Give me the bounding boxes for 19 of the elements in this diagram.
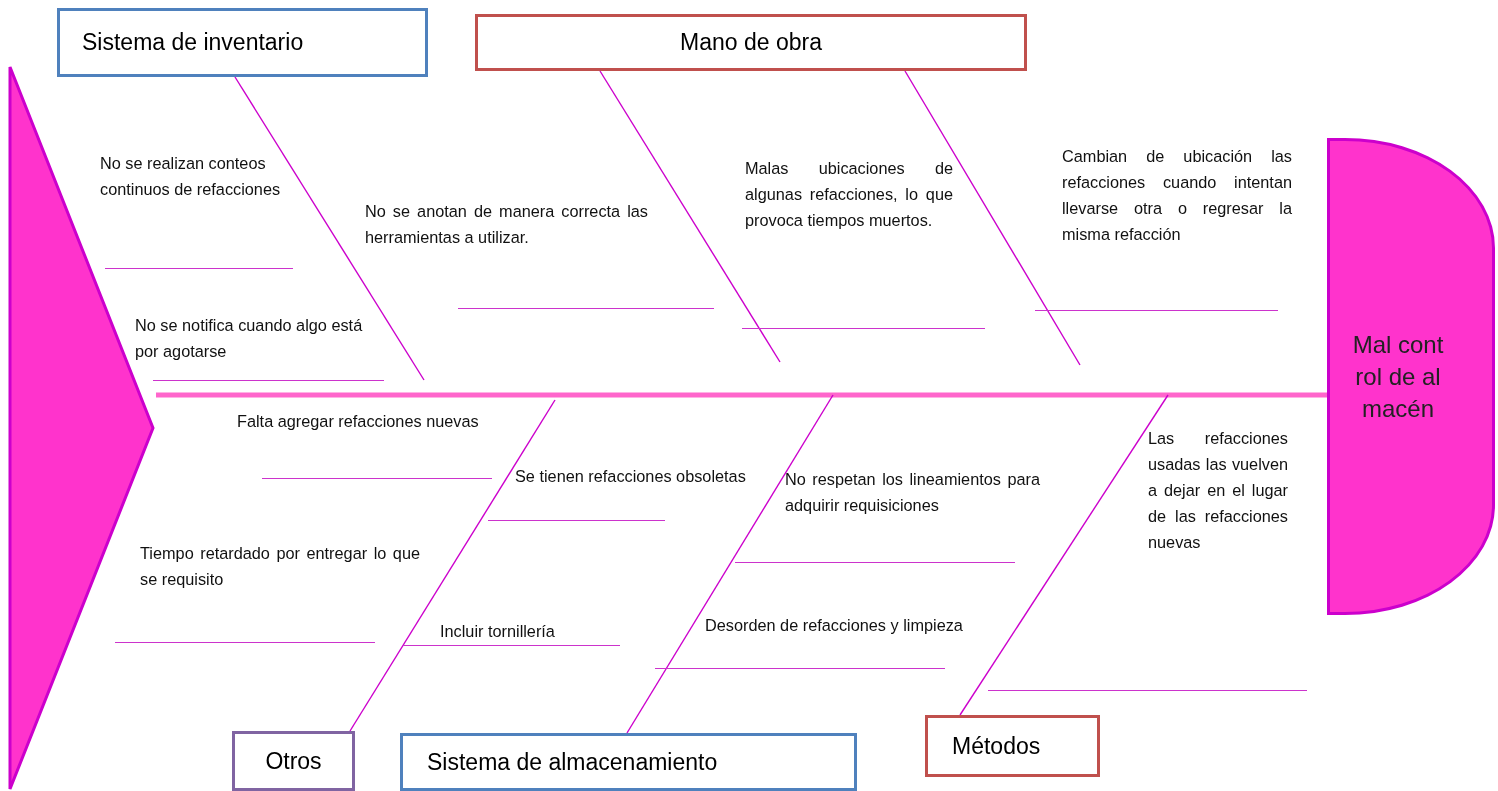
category-box: Sistema de almacenamiento	[400, 733, 857, 791]
category-box: Métodos	[925, 715, 1100, 777]
category-box: Sistema de inventario	[57, 8, 428, 77]
cause-text: Desorden de refacciones y limpieza	[655, 612, 990, 670]
cause-text: Malas ubicaciones de algunas refacciones, lo que provoca tiempos muertos.	[742, 155, 985, 330]
category-box: Otros	[232, 731, 355, 791]
spine-line	[156, 392, 1327, 398]
bone-line	[349, 399, 556, 732]
effect-head: Mal control de almacén	[1327, 138, 1495, 615]
bone-line	[234, 76, 425, 381]
bone-line	[599, 70, 781, 363]
cause-text: No se anotan de manera correcta las herramientas a utilizar.	[365, 198, 714, 310]
category-box: Mano de obra	[475, 14, 1027, 71]
bone-line	[904, 70, 1081, 366]
cause-text: No se realizan conteos continuos de refacciones	[100, 150, 295, 270]
cause-text: Cambian de ubicación las refacciones cuando intentan llevarse otra o regresar la misma refacción	[1035, 143, 1292, 312]
bone-line	[959, 394, 1169, 716]
cause-text: No se notifica cuando algo está por agotarse	[135, 312, 384, 382]
bone-line	[626, 394, 834, 734]
